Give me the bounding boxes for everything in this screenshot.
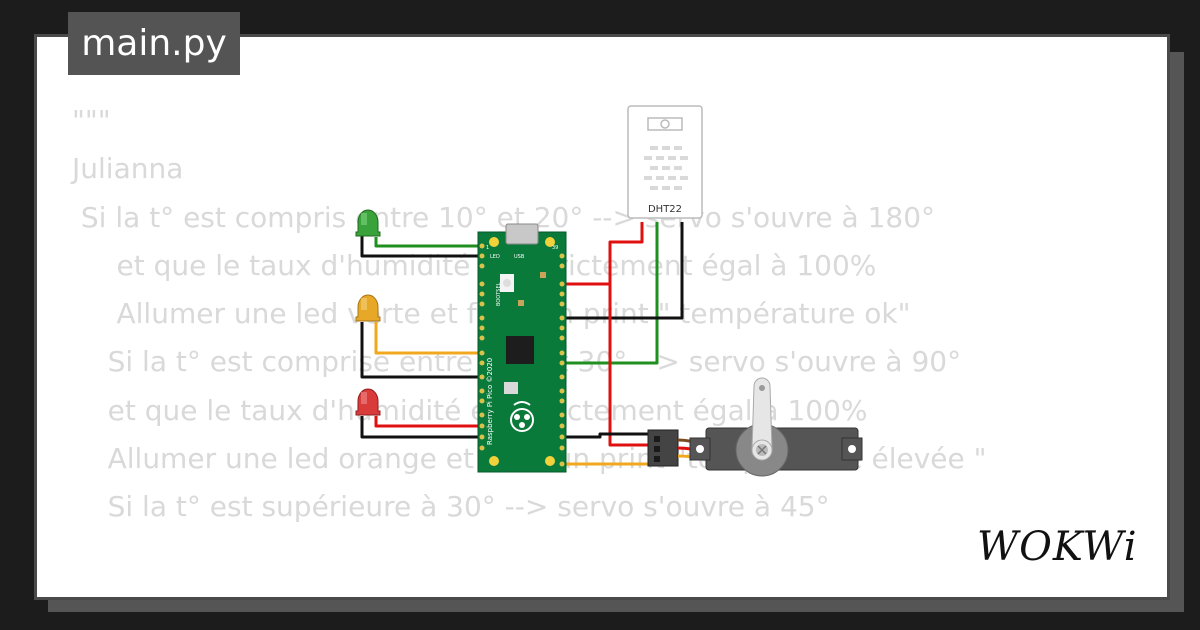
board-label: Raspberry Pi Pico ©2020: [486, 358, 494, 445]
pin-39-label: 39: [552, 245, 558, 251]
pin-pads-left: [479, 243, 485, 451]
wire-dht-gnd: [565, 222, 684, 320]
led-yellow[interactable]: [355, 294, 381, 322]
code-line: Si la t° est supérieure à 30° --> servo …: [72, 490, 830, 524]
bootsel-label: BOOTSEL: [496, 282, 502, 306]
wires: [360, 222, 684, 466]
wire-servo-vcc: [608, 284, 648, 447]
servo-connector: [647, 429, 679, 467]
code-line: """: [72, 104, 111, 137]
code-line: Allumer une led orange et faire un print…: [107, 442, 987, 476]
wire-yellow-led-cathode: [360, 322, 478, 379]
dht22-sensor[interactable]: DHT22: [627, 105, 703, 219]
wokwi-logo: WOKWi: [977, 524, 1138, 570]
flash-chip: [504, 382, 518, 394]
dht22-label: DHT22: [648, 204, 682, 215]
wire-red-led-anode: [374, 416, 478, 428]
led-label: LED: [490, 254, 500, 260]
wire-dht-vcc: [565, 222, 644, 286]
led-red[interactable]: [355, 388, 381, 416]
wire-green-led-cathode: [360, 236, 478, 258]
file-tab[interactable]: main.py: [68, 12, 240, 75]
wire-servo-gnd: [565, 432, 648, 439]
pin-1-label: 1: [486, 245, 489, 251]
raspberry-logo: [510, 401, 534, 432]
led-green[interactable]: [355, 209, 381, 237]
code-line: Allumer une led verte et faire un print …: [116, 297, 911, 331]
rp2040-chip: [506, 336, 534, 364]
pico-board[interactable]: LED USB 1 39 BOOTSEL Raspberry Pi Pico ©…: [477, 223, 567, 473]
servo-motor[interactable]: [647, 377, 863, 477]
wire-yellow-led-anode: [374, 322, 478, 355]
code-line: et que le taux d'humidité est strictemen…: [72, 393, 868, 427]
wire-red-led-cathode: [360, 416, 478, 439]
usb-label: USB: [514, 254, 525, 260]
code-line: Julianna: [72, 152, 184, 186]
wire-dht-data: [565, 222, 659, 365]
sensor-grille: [644, 146, 688, 190]
pin-pads-right: [559, 253, 565, 467]
servo-horn[interactable]: [735, 377, 789, 477]
wire-green-led-anode: [374, 237, 478, 248]
